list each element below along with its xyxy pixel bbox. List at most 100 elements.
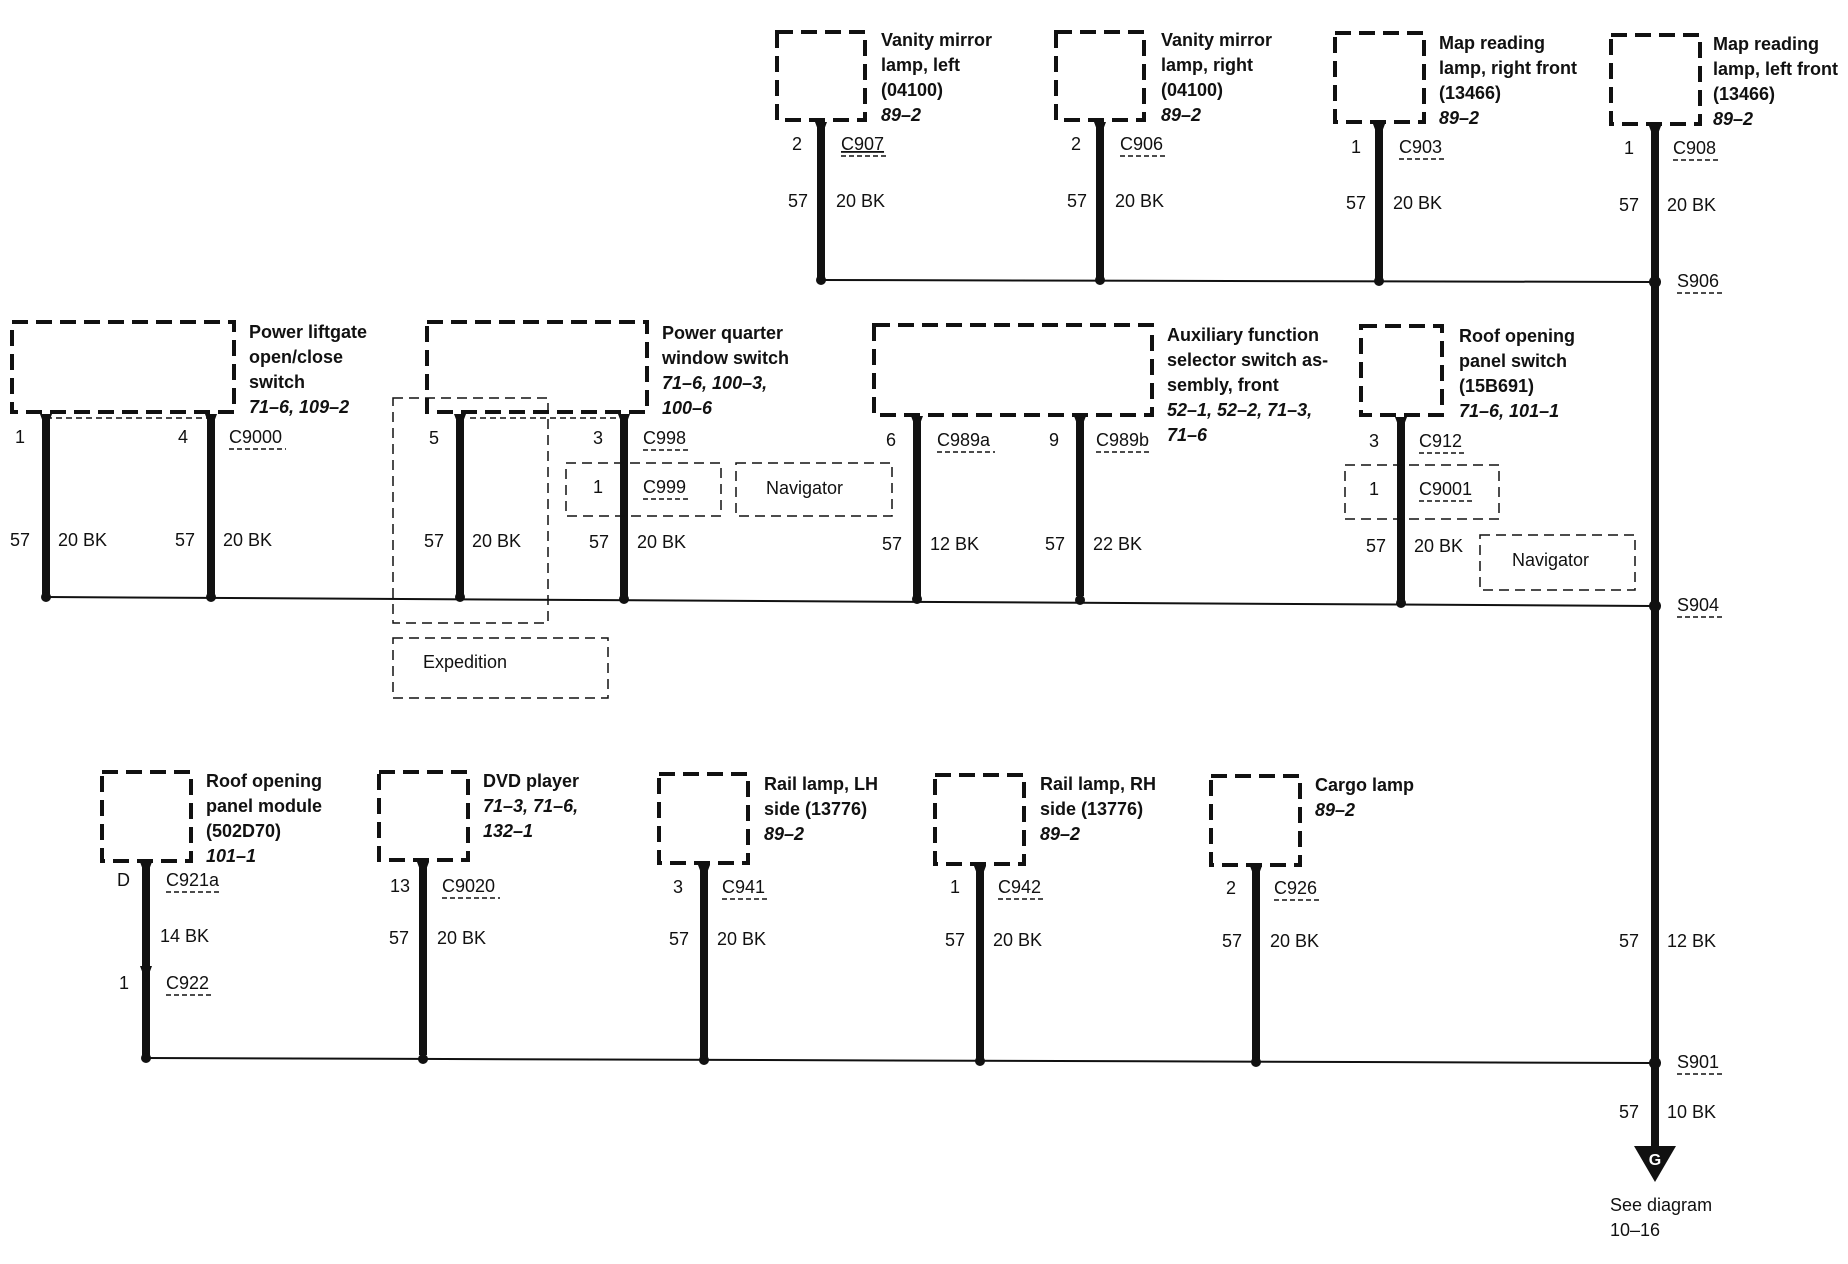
dvd-ref-1: 71–3, 71–6, [483, 796, 578, 816]
rail-rh-box [933, 773, 1026, 866]
quarter-window-circuit-5: 57 [424, 531, 444, 551]
vanity-left-circuit: 57 [788, 191, 808, 211]
map-rf-wire-label: 20 BK [1393, 193, 1442, 213]
dvd-label-1: DVD player [483, 771, 579, 791]
rail-lh-label-2: side (13776) [764, 799, 867, 819]
roof-switch-wire-label: 20 BK [1414, 536, 1463, 556]
aux-circuit-a: 57 [882, 534, 902, 554]
component-power-quarter-window-switch: Power quarter window switch 71–6, 100–3,… [392, 320, 893, 624]
vanity-right-label-2: lamp, right [1161, 55, 1253, 75]
roof-switch-sub-pin: 1 [1369, 479, 1379, 499]
vanity-left-ref: 89–2 [881, 105, 921, 125]
vanity-left-label-1: Vanity mirror [881, 30, 992, 50]
vanity-right-wire-label: 20 BK [1115, 191, 1164, 211]
aux-label-3: sembly, front [1167, 375, 1279, 395]
main-ground-trunk: 1 C908 57 20 BK 57 12 BK 57 10 BK G See … [1610, 126, 1721, 1240]
dvd-connector: C9020 [442, 876, 495, 896]
trunk-mid-circuit: 57 [1619, 931, 1639, 951]
map-lf-pin: 1 [1624, 138, 1634, 158]
c9001-option-box [1344, 464, 1500, 520]
navigator-label-2: Navigator [1512, 550, 1589, 570]
roof-module-connector: C921a [166, 870, 220, 890]
map-rf-box [1333, 31, 1426, 124]
map-rf-label-1: Map reading [1439, 33, 1545, 53]
splice-label-s904: S904 [1677, 595, 1719, 615]
liftgate-box [10, 320, 236, 414]
aux-connector-a: C989a [937, 430, 991, 450]
trunk-low-wire: 10 BK [1667, 1102, 1716, 1122]
vanity-left-box [775, 30, 867, 122]
roof-module-label-3: (502D70) [206, 821, 281, 841]
vanity-left-label-2: lamp, left [881, 55, 960, 75]
quarter-window-dot-5 [455, 592, 465, 602]
aux-circuit-b: 57 [1045, 534, 1065, 554]
map-lf-label-3: (13466) [1713, 84, 1775, 104]
quarter-window-circuit-3: 57 [589, 532, 609, 552]
component-roof-opening-panel-switch: Roof opening panel switch (15B691) 71–6,… [1344, 324, 1636, 608]
roof-switch-label-1: Roof opening [1459, 326, 1575, 346]
component-map-reading-lamp-left-front: Map reading lamp, left front (13466) 89–… [1609, 33, 1838, 129]
rail-lh-connector: C941 [722, 877, 765, 897]
navigator-option-box-2 [1479, 534, 1636, 591]
roof-switch-circuit: 57 [1366, 536, 1386, 556]
liftgate-connector: C9000 [229, 427, 282, 447]
expedition-option: Expedition [392, 637, 609, 699]
dvd-box [377, 770, 470, 862]
ground-symbol-label: G [1649, 1152, 1661, 1169]
quarter-window-ref-2: 100–6 [662, 398, 713, 418]
rail-rh-ref: 89–2 [1040, 824, 1080, 844]
roof-switch-ref: 71–6, 101–1 [1459, 401, 1559, 421]
splice-label-s906: S906 [1677, 271, 1719, 291]
dvd-pin: 13 [390, 876, 410, 896]
rail-lh-pin: 3 [673, 877, 683, 897]
splice-line-s906 [820, 279, 1656, 283]
rail-lh-wire-label: 20 BK [717, 929, 766, 949]
navigator-label-1: Navigator [766, 478, 843, 498]
map-rf-connector: C903 [1399, 137, 1442, 157]
quarter-window-label-1: Power quarter [662, 323, 783, 343]
quarter-window-ref-1: 71–6, 100–3, [662, 373, 767, 393]
roof-module-pin: D [117, 870, 130, 890]
roof-module-wire-label: 14 BK [160, 926, 209, 946]
component-vanity-mirror-lamp-right: Vanity mirror lamp, right (04100) 89–2 2… [1054, 30, 1272, 285]
map-rf-label-3: (13466) [1439, 83, 1501, 103]
vanity-right-pin: 2 [1071, 134, 1081, 154]
expedition-label: Expedition [423, 652, 507, 672]
vanity-right-box [1054, 30, 1146, 122]
ground-triangle [1634, 1146, 1676, 1182]
aux-wire-label-b: 22 BK [1093, 534, 1142, 554]
rail-rh-label-2: side (13776) [1040, 799, 1143, 819]
component-power-liftgate-switch: Power liftgate open/close switch 71–6, 1… [10, 320, 367, 602]
roof-switch-label-3: (15B691) [1459, 376, 1534, 396]
vanity-right-label-3: (04100) [1161, 80, 1223, 100]
quarter-window-wire-label-3: 20 BK [637, 532, 686, 552]
aux-ref-2: 71–6 [1167, 425, 1208, 445]
component-roof-opening-panel-module: Roof opening panel module (502D70) 101–1… [100, 770, 322, 1063]
map-lf-connector: C908 [1673, 138, 1716, 158]
expedition-label-box [392, 637, 609, 699]
component-vanity-mirror-lamp-left: Vanity mirror lamp, left (04100) 89–2 2 … [775, 30, 992, 285]
map-lf-ref: 89–2 [1713, 109, 1753, 129]
aux-box [872, 323, 1154, 417]
map-rf-ref: 89–2 [1439, 108, 1479, 128]
vanity-left-wire-label: 20 BK [836, 191, 885, 211]
cargo-label-1: Cargo lamp [1315, 775, 1414, 795]
liftgate-pin-4: 4 [178, 427, 188, 447]
quarter-window-pin-5: 5 [429, 428, 439, 448]
roof-module-pin2-arrow [140, 966, 152, 982]
roof-switch-pin: 3 [1369, 431, 1379, 451]
rail-rh-wire-label: 20 BK [993, 930, 1042, 950]
trunk-low-circuit: 57 [1619, 1102, 1639, 1122]
cargo-pin: 2 [1226, 878, 1236, 898]
splice-line-s901 [145, 1057, 1656, 1064]
dvd-circuit: 57 [389, 928, 409, 948]
c999-option-box [565, 462, 722, 517]
quarter-window-pin-3: 3 [593, 428, 603, 448]
liftgate-label-3: switch [249, 372, 305, 392]
quarter-window-label-2: window switch [661, 348, 789, 368]
vanity-left-connector: C907 [841, 134, 884, 154]
roof-module-ref: 101–1 [206, 846, 256, 866]
quarter-window-connector: C998 [643, 428, 686, 448]
rail-rh-pin: 1 [950, 877, 960, 897]
